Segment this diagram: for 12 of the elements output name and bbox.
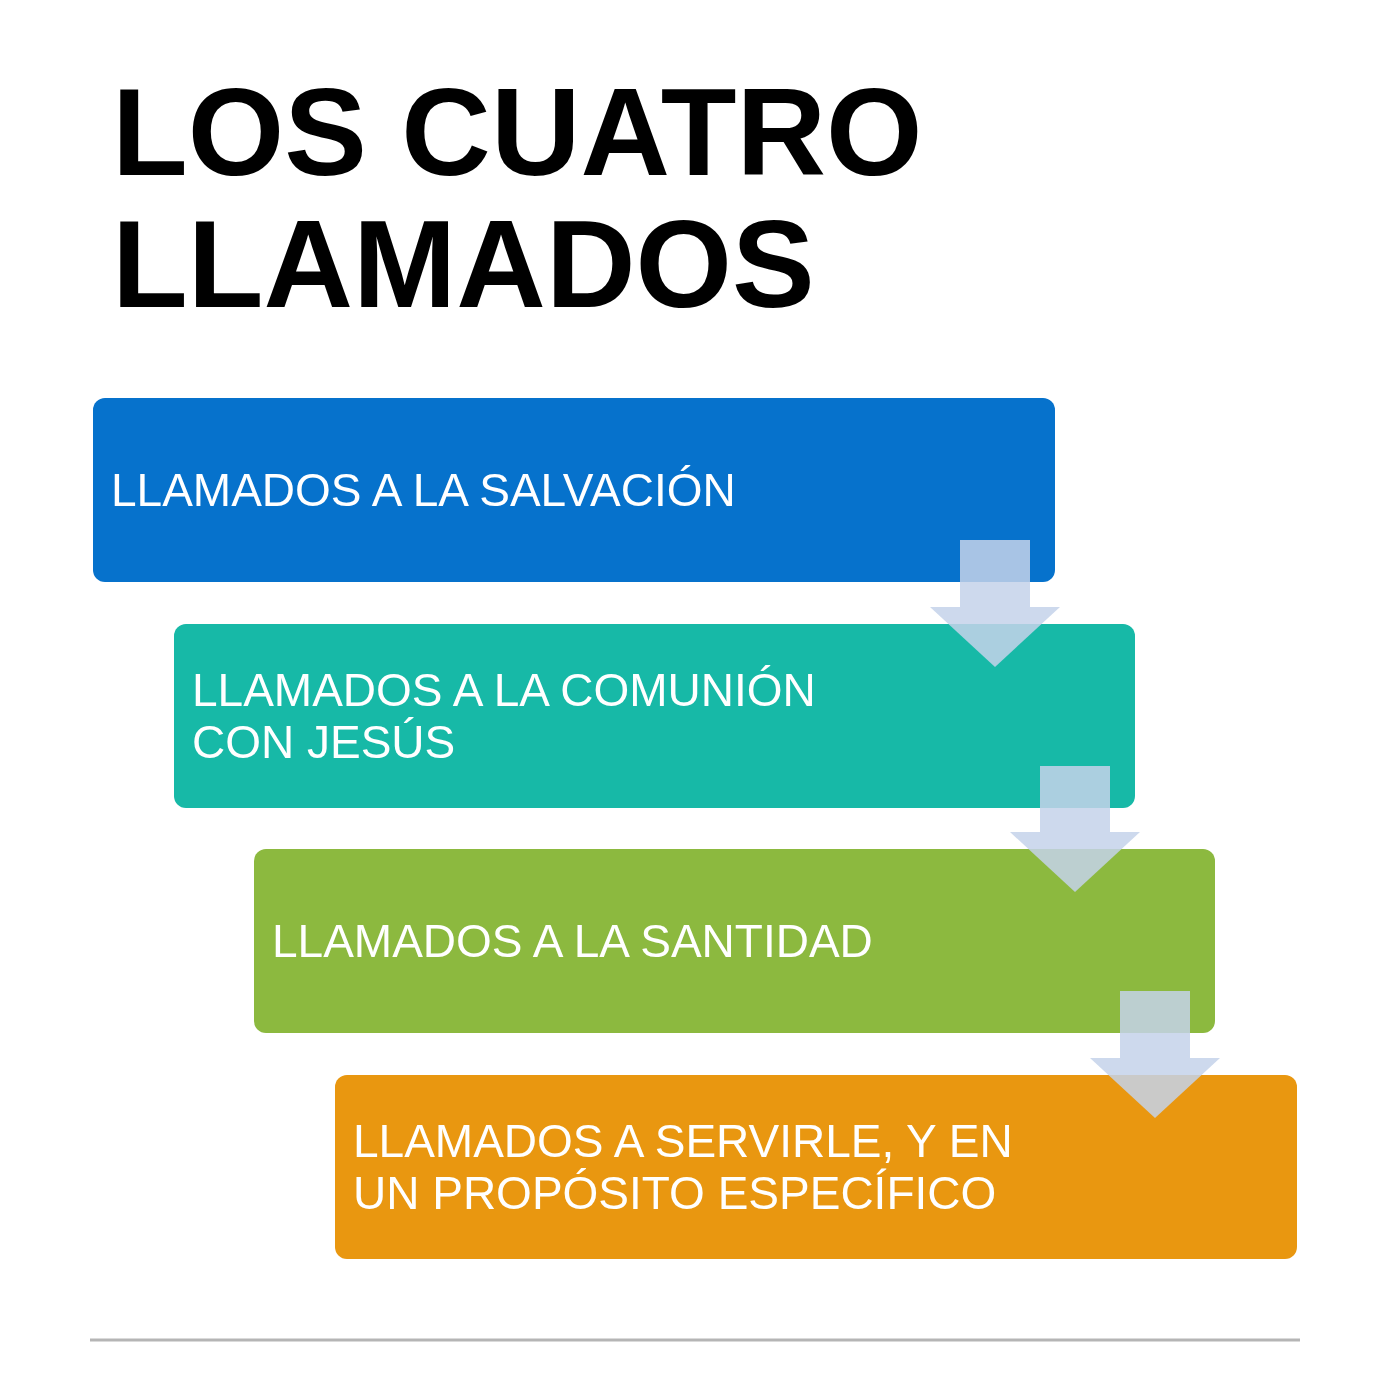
- step-box: [254, 849, 1215, 1033]
- step-box: [335, 1075, 1297, 1259]
- title: LOS CUATRO LLAMADOS: [112, 66, 924, 330]
- step-box: [174, 624, 1135, 808]
- step-label: LLAMADOS A SERVIRLE, Y EN UN PROPÓSITO ESPECÍFICO: [353, 1115, 1014, 1219]
- step-label: LLAMADOS A LA SANTIDAD: [272, 915, 874, 967]
- down-arrow: [1090, 991, 1220, 1118]
- step-box: [93, 398, 1055, 582]
- down-arrow: [930, 540, 1060, 667]
- down-arrow: [1010, 766, 1140, 892]
- step-label: LLAMADOS A LA SALVACIÓN: [111, 464, 737, 516]
- step-label: LLAMADOS A LA COMUNIÓN CON JESÚS: [192, 664, 817, 768]
